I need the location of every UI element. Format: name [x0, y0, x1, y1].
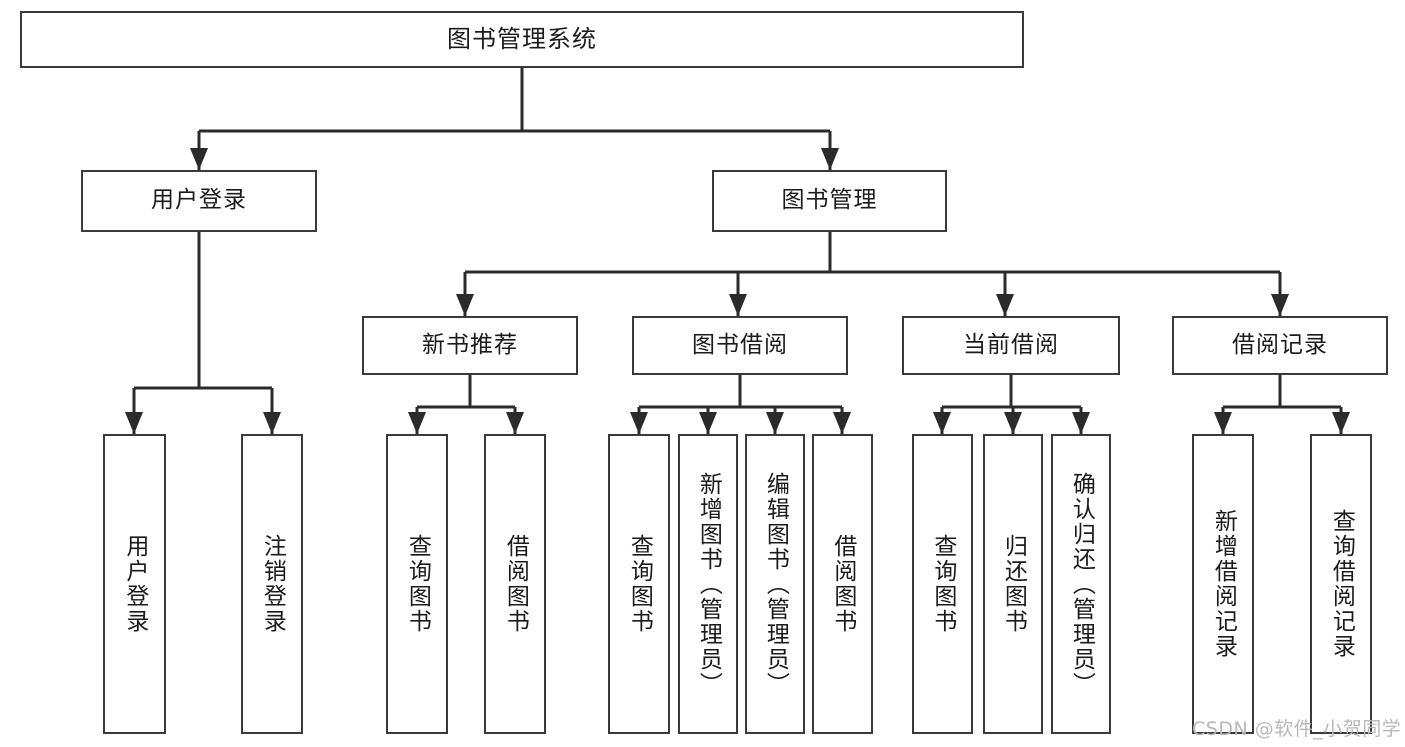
arrowhead-leaf-query-record [1332, 412, 1350, 434]
node-label: 编辑图书（管理员） [762, 471, 789, 697]
arrowhead-user-login [190, 148, 208, 170]
arrowhead-leaf-add-record [1214, 412, 1232, 434]
arrowhead-current-borrow [996, 294, 1014, 316]
node-label: 借阅图书 [829, 534, 856, 634]
node-current-borrow[interactable]: 当前借阅 [902, 316, 1120, 375]
node-leaf-confirm-return[interactable]: 确认归还（管理员） [1051, 434, 1111, 734]
node-root[interactable]: 图书管理系统 [20, 11, 1024, 68]
node-leaf-query-book-current[interactable]: 查询图书 [912, 434, 973, 734]
arrowhead-leaf-borrow-book [833, 412, 851, 434]
arrowhead-leaf-logout [263, 412, 281, 434]
arrowhead-leaf-return-book [1004, 412, 1022, 434]
node-label: 查询图书 [929, 534, 956, 634]
node-label: 新增图书（管理员） [695, 471, 722, 697]
node-leaf-borrow-book-recommend[interactable]: 借阅图书 [484, 434, 546, 734]
node-label: 借阅图书 [502, 534, 529, 634]
node-leaf-query-book-borrow[interactable]: 查询图书 [608, 434, 670, 734]
arrowhead-leaf-query-book-current [933, 412, 951, 434]
node-label: 查询图书 [404, 534, 431, 634]
node-borrow-records[interactable]: 借阅记录 [1172, 316, 1388, 375]
node-label: 图书管理系统 [447, 25, 597, 54]
node-book-management[interactable]: 图书管理 [712, 170, 947, 232]
arrowhead-leaf-query-book-borrow [630, 412, 648, 434]
arrowhead-leaf-confirm-return [1072, 412, 1090, 434]
node-label: 新书推荐 [422, 331, 518, 358]
node-leaf-user-login[interactable]: 用户登录 [103, 434, 166, 734]
node-new-book-recommend[interactable]: 新书推荐 [362, 316, 578, 375]
node-label: 当前借阅 [963, 331, 1059, 358]
node-leaf-query-book-recommend[interactable]: 查询图书 [386, 434, 448, 734]
node-label: 归还图书 [1000, 534, 1027, 634]
node-book-borrow[interactable]: 图书借阅 [632, 316, 848, 375]
arrowhead-leaf-query-book-recommend [408, 412, 426, 434]
arrowhead-leaf-add-book [699, 412, 717, 434]
arrowhead-leaf-edit-book [766, 412, 784, 434]
node-label: 用户登录 [151, 187, 247, 214]
node-label: 确认归还（管理员） [1068, 471, 1095, 697]
node-leaf-edit-book[interactable]: 编辑图书（管理员） [745, 434, 805, 734]
node-leaf-logout[interactable]: 注销登录 [241, 434, 303, 734]
node-leaf-return-book[interactable]: 归还图书 [983, 434, 1043, 734]
node-label: 图书管理 [781, 187, 878, 214]
arrowhead-new-book-recommend [456, 294, 474, 316]
arrowhead-borrow-records [1271, 294, 1289, 316]
arrowhead-leaf-borrow-book-recommend [506, 412, 524, 434]
node-label: 查询借阅记录 [1328, 509, 1355, 659]
node-label: 借阅记录 [1232, 331, 1328, 358]
arrowhead-book-borrow [729, 294, 747, 316]
node-leaf-add-record[interactable]: 新增借阅记录 [1192, 434, 1254, 734]
node-label: 查询图书 [626, 534, 653, 634]
node-label: 注销登录 [259, 534, 286, 634]
node-label: 用户登录 [121, 534, 148, 634]
node-label: 图书借阅 [692, 331, 788, 358]
arrowhead-leaf-user-login [125, 412, 143, 434]
node-leaf-add-book[interactable]: 新增图书（管理员） [678, 434, 738, 734]
arrowhead-book-management [821, 148, 839, 170]
node-leaf-query-record[interactable]: 查询借阅记录 [1310, 434, 1372, 734]
node-leaf-borrow-book[interactable]: 借阅图书 [812, 434, 873, 734]
node-label: 新增借阅记录 [1210, 509, 1237, 659]
watermark-text: CSDN @软件_小贺同学 [1192, 718, 1402, 740]
node-user-login[interactable]: 用户登录 [81, 170, 317, 232]
